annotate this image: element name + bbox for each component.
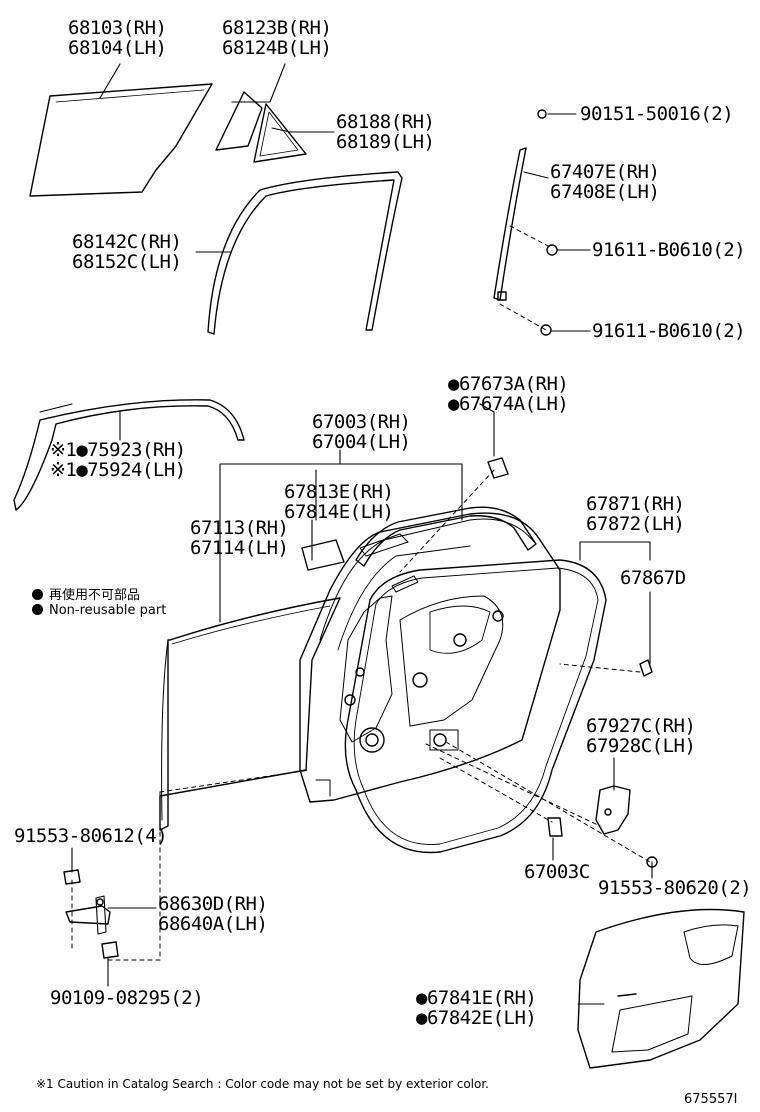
part-number-lh: 67004(LH) (312, 431, 411, 453)
part-number-rh: ※1●75923(RH) (50, 439, 186, 461)
moulding-75923 (13, 399, 245, 511)
legend-jp-text: 再使用不可部品 (49, 588, 141, 603)
callout-90109: 90109-08295(2) (50, 987, 204, 1009)
part-number: 67867D (620, 567, 686, 589)
part-number-rh: ●67841E(RH) (416, 987, 537, 1009)
dashed-leaders (71, 225, 651, 961)
part-number-rh: 67871(RH) (586, 493, 685, 515)
callout-67113: 67113(RH) 67114(LH) (190, 517, 289, 559)
part-number-lh: 68152C(LH) (72, 251, 182, 273)
callout-67407: 67407E(RH) 67408E(LH) (550, 161, 660, 203)
part-number-rh: 68103(RH) (68, 17, 167, 39)
bolt-91553-left (63, 869, 81, 885)
clip-67673 (487, 457, 509, 479)
quarter-glass-68123 (215, 91, 263, 151)
non-reusable-dot-icon (32, 604, 43, 615)
callout-68188: 68188(RH) 68189(LH) (336, 111, 435, 153)
callout-67867: 67867D (620, 568, 686, 588)
part-number-lh: ※1●75924(LH) (50, 459, 186, 481)
diagram-id: 675557I (684, 1092, 738, 1107)
part-number-rh: 68123B(RH) (222, 17, 332, 39)
clip-67003c (547, 817, 563, 837)
bolt-90109 (101, 941, 119, 959)
trim-cover-67841 (577, 908, 745, 1069)
part-number-rh: 68188(RH) (336, 111, 435, 133)
part-number-lh: ●67842E(LH) (416, 1007, 537, 1029)
part-number-rh: 68630D(RH) (158, 893, 268, 915)
part-number-lh: 67814E(LH) (284, 501, 394, 523)
part-number-rh: 67927C(RH) (586, 715, 696, 737)
part-number: 91611-B0610(2) (592, 239, 746, 261)
weatherstrip-67871 (344, 559, 607, 854)
legend-jp: 再使用不可部品 (32, 584, 140, 603)
part-number-lh: 68124B(LH) (222, 37, 332, 59)
callout-67841: ●67841E(RH) ●67842E(LH) (416, 987, 537, 1029)
part-number-rh: ●67673A(RH) (448, 373, 569, 395)
legend-en-text: Non-reusable part (49, 603, 167, 618)
inner-panel-67003 (299, 512, 561, 803)
callout-91611-b: 91611-B0610(2) (592, 320, 746, 342)
callout-90151: 90151-50016(2) (580, 103, 734, 125)
legend-en: Non-reusable part (32, 603, 166, 618)
part-number: 91553-80612(4) (14, 825, 168, 847)
part-number-rh: 68142C(RH) (72, 231, 182, 253)
caution-note: ※1 Caution in Catalog Search : Color cod… (36, 1077, 489, 1091)
part-number-lh: 68640A(LH) (158, 913, 268, 935)
callout-91553-b: 91553-80620(2) (598, 877, 752, 899)
callout-67003c: 67003C (524, 862, 590, 882)
callout-68103: 68103(RH) 68104(LH) (68, 17, 167, 59)
part-number-lh: 67928C(LH) (586, 735, 696, 757)
callout-67003: 67003(RH) 67004(LH) (312, 411, 411, 453)
clip-67867 (639, 659, 653, 677)
callout-67871: 67871(RH) 67872(LH) (586, 493, 685, 535)
callout-91553-a: 91553-80612(4) (14, 825, 168, 847)
part-number-rh: 67113(RH) (190, 517, 289, 539)
weatherstrip-68188 (253, 103, 307, 163)
part-number-lh: 67114(LH) (190, 537, 289, 559)
part-number: 90109-08295(2) (50, 987, 204, 1009)
part-number: 67003C (524, 861, 590, 883)
part-number-rh: 67813E(RH) (284, 481, 394, 503)
bracket-67927 (595, 785, 631, 835)
outer-panel-67113 (159, 597, 341, 831)
part-number-lh: 68189(LH) (336, 131, 435, 153)
frame-67407 (493, 147, 527, 301)
callout-68630: 68630D(RH) 68640A(LH) (158, 893, 268, 935)
door-glass-68103 (29, 83, 213, 197)
callout-75923: ※1●75923(RH) ※1●75924(LH) (50, 440, 186, 480)
part-number: 91611-B0610(2) (592, 320, 746, 342)
part-number: 90151-50016(2) (580, 103, 734, 125)
part-number-lh: 67872(LH) (586, 513, 685, 535)
callout-91611-a: 91611-B0610(2) (592, 239, 746, 261)
part-number: 91553-80620(2) (598, 877, 752, 899)
part-number-lh: ●67674A(LH) (448, 393, 569, 415)
door-check-68630 (65, 905, 111, 925)
callout-67813: 67813E(RH) 67814E(LH) (284, 481, 394, 523)
part-number-lh: 68104(LH) (68, 37, 167, 59)
part-number-rh: 67003(RH) (312, 411, 411, 433)
callout-67927: 67927C(RH) 67928C(LH) (586, 715, 696, 757)
pad-67813 (301, 539, 345, 571)
non-reusable-dot-icon (32, 589, 43, 600)
part-number-rh: 67407E(RH) (550, 161, 660, 183)
part-number-lh: 67408E(LH) (550, 181, 660, 203)
glass-run-68142 (207, 171, 403, 335)
door-frame-upper (355, 506, 537, 567)
leader-lines (71, 63, 653, 1005)
callout-68142: 68142C(RH) 68152C(LH) (72, 231, 182, 273)
callout-68123: 68123B(RH) 68124B(LH) (222, 17, 332, 59)
callout-67673: ●67673A(RH) ●67674A(LH) (448, 373, 569, 415)
